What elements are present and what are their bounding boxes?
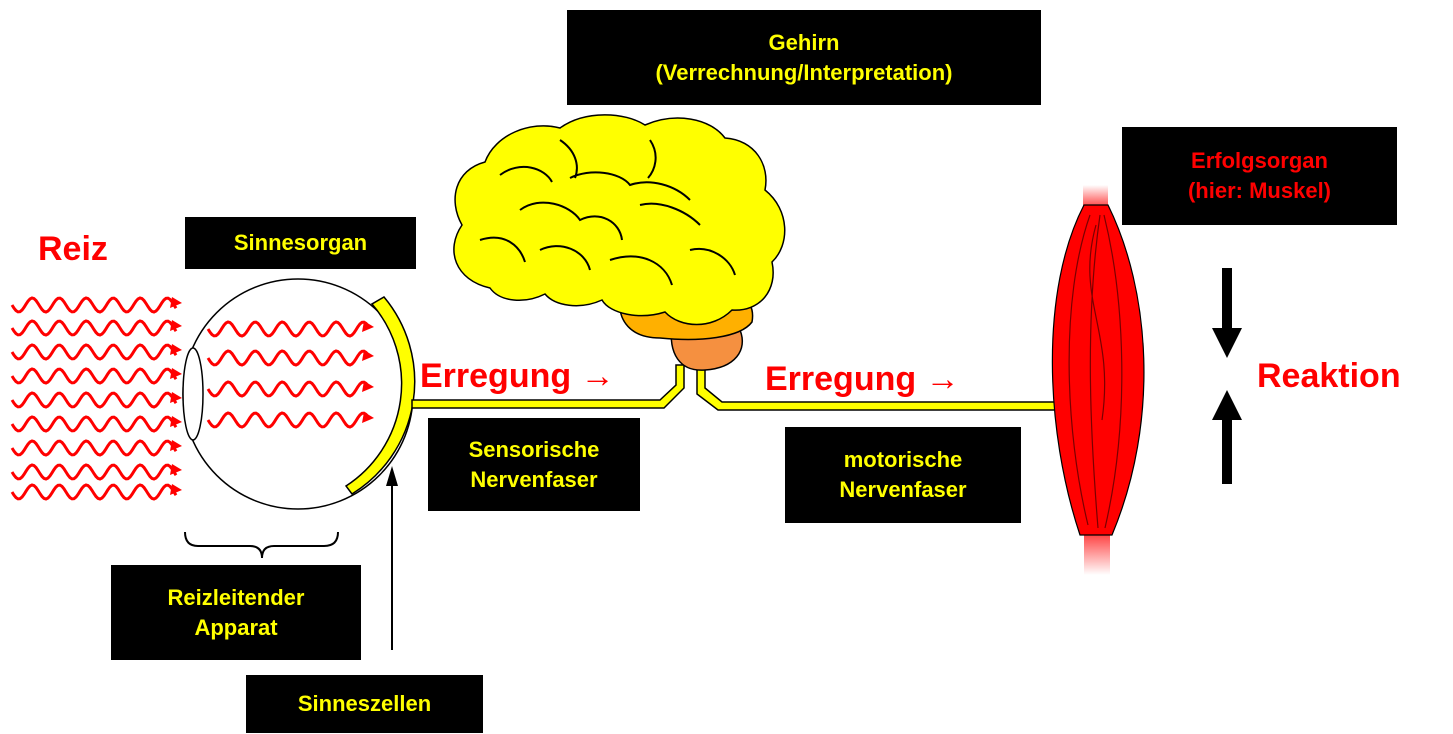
sense-organ-label: Sinnesorgan [234, 228, 367, 258]
sense-organ-box: Sinnesorgan [185, 217, 416, 269]
motor-fiber-line1: motorische [844, 445, 963, 475]
sensory-fiber-line2: Nervenfaser [470, 465, 597, 495]
excitation-label-sensory: Erregung → [420, 357, 615, 396]
sensory-fiber-line1: Sensorische [469, 435, 600, 465]
stimulus-wave [12, 465, 176, 479]
effector-organ-title: Erfolgsorgan [1191, 146, 1328, 176]
sensory-cells-label: Sinneszellen [298, 689, 431, 719]
conducting-apparatus-box: Reizleitender Apparat [111, 565, 361, 660]
sensory-fiber-box: Sensorische Nervenfaser [428, 418, 640, 511]
conducting-apparatus-line1: Reizleitender [168, 583, 305, 613]
effector-organ-subtitle: (hier: Muskel) [1188, 176, 1331, 206]
excitation-label-motor: Erregung → [765, 360, 960, 399]
stimulus-wave [12, 417, 176, 431]
stimulus-wave [12, 369, 176, 383]
stimulus-wave [12, 393, 176, 407]
brain-box-title: Gehirn [769, 28, 840, 58]
stimulus-wave [12, 441, 176, 455]
brain-icon [454, 115, 785, 370]
brace-icon [185, 532, 338, 558]
effector-organ-box: Erfolgsorgan (hier: Muskel) [1122, 127, 1397, 225]
pointer-arrow-icon [386, 466, 398, 650]
stimulus-wave [12, 485, 176, 499]
brain-box: Gehirn (Verrechnung/Interpretation) [567, 10, 1041, 105]
stimulus-wave [12, 298, 176, 312]
stimulus-label: Reiz [38, 230, 108, 269]
stimulus-wave [12, 345, 176, 359]
reaction-label: Reaktion [1257, 357, 1401, 396]
contraction-arrow-down-icon [1212, 268, 1242, 358]
stimulus-waves-outside [12, 297, 182, 499]
muscle-icon [1052, 185, 1144, 575]
motor-fiber-box: motorische Nervenfaser [785, 427, 1021, 523]
contraction-arrow-up-icon [1212, 390, 1242, 484]
motor-fiber-line2: Nervenfaser [839, 475, 966, 505]
brain-box-subtitle: (Verrechnung/Interpretation) [655, 58, 952, 88]
sensory-cells-box: Sinneszellen [246, 675, 483, 733]
conducting-apparatus-line2: Apparat [194, 613, 277, 643]
stimulus-wave [12, 321, 176, 335]
